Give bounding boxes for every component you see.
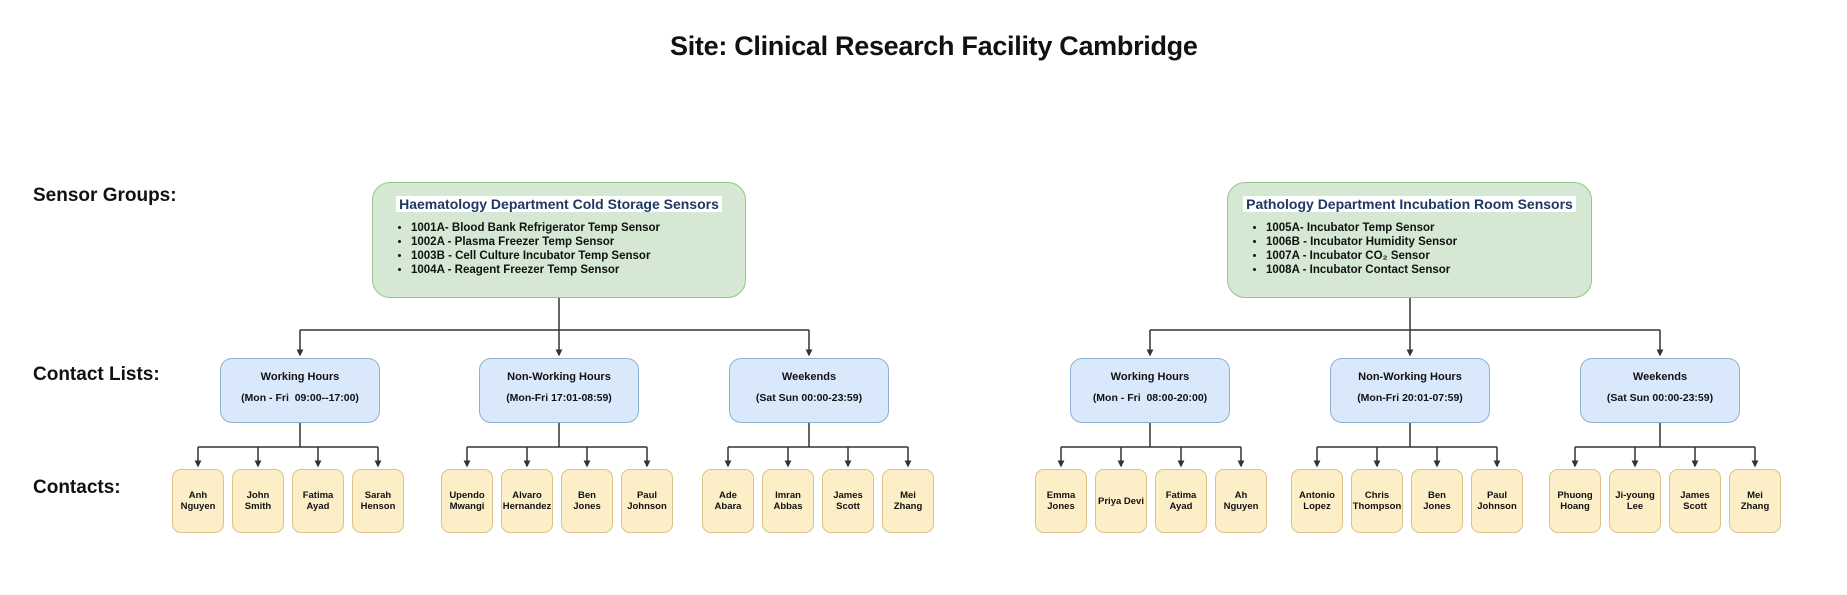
contact-card: Paul Johnson [621, 469, 673, 533]
contact-list-box: Weekends (Sat Sun 00:00-23:59) [1580, 358, 1740, 423]
sensor-group-title: Pathology Department Incubation Room Sen… [1228, 196, 1591, 212]
contact-card: Paul Johnson [1471, 469, 1523, 533]
contact-card: Mei Zhang [1729, 469, 1781, 533]
contact-list-name: Weekends [1632, 371, 1688, 383]
contact-card: Mei Zhang [882, 469, 934, 533]
sensor-item: 1001A- Blood Bank Refrigerator Temp Sens… [411, 221, 745, 235]
contact-list-schedule: (Mon-Fri 17:01-08:59) [506, 392, 612, 404]
contact-card: Fatima Ayad [1155, 469, 1207, 533]
contact-card: Ji-young Lee [1609, 469, 1661, 533]
contact-card: Alvaro Hernandez [501, 469, 553, 533]
contact-list-schedule: (Sat Sun 00:00-23:59) [755, 392, 863, 404]
contact-card: James Scott [1669, 469, 1721, 533]
sensor-group-title-text: Haematology Department Cold Storage Sens… [396, 196, 722, 212]
page-title: Site: Clinical Research Facility Cambrid… [670, 31, 1198, 61]
contact-card: Phuong Hoang [1549, 469, 1601, 533]
sensor-item: 1005A- Incubator Temp Sensor [1266, 221, 1591, 235]
contact-list-box: Weekends (Sat Sun 00:00-23:59) [729, 358, 889, 423]
contact-card: Fatima Ayad [292, 469, 344, 533]
contact-list-name: Working Hours [260, 371, 340, 383]
contact-list-schedule: (Sat Sun 00:00-23:59) [1606, 392, 1714, 404]
sensor-list: 1005A- Incubator Temp Sensor1006B - Incu… [1228, 221, 1591, 277]
contact-card: Ade Abara [702, 469, 754, 533]
contact-list-box: Non-Working Hours (Mon-Fri 17:01-08:59) [479, 358, 639, 423]
sensor-item: 1008A - Incubator Contact Sensor [1266, 263, 1591, 277]
sensor-list: 1001A- Blood Bank Refrigerator Temp Sens… [373, 221, 745, 277]
sensor-group-box: Pathology Department Incubation Room Sen… [1227, 182, 1592, 298]
contact-card: Priya Devi [1095, 469, 1147, 533]
contact-card: Sarah Henson [352, 469, 404, 533]
contact-card: Anh Nguyen [172, 469, 224, 533]
contact-list-name: Non-Working Hours [507, 371, 611, 383]
contact-card: Ah Nguyen [1215, 469, 1267, 533]
contact-list-schedule: (Mon - Fri 09:00--17:00) [241, 392, 359, 404]
contact-card: John Smith [232, 469, 284, 533]
sensor-group-title-text: Pathology Department Incubation Room Sen… [1243, 196, 1576, 212]
sensor-group-title: Haematology Department Cold Storage Sens… [373, 196, 745, 212]
contact-list-box: Non-Working Hours (Mon-Fri 20:01-07:59) [1330, 358, 1490, 423]
sensor-item: 1006B - Incubator Humidity Sensor [1266, 235, 1591, 249]
sensor-item: 1002A - Plasma Freezer Temp Sensor [411, 235, 745, 249]
row-label-contact-lists: Contact Lists: [33, 364, 160, 385]
contact-list-box: Working Hours (Mon - Fri 09:00--17:00) [220, 358, 380, 423]
contact-card: Chris Thompson [1351, 469, 1403, 533]
contact-list-box: Working Hours (Mon - Fri 08:00-20:00) [1070, 358, 1230, 423]
contact-list-name: Working Hours [1110, 371, 1190, 383]
sensor-item: 1007A - Incubator CO₂ Sensor [1266, 249, 1591, 263]
contact-card: James Scott [822, 469, 874, 533]
contact-list-schedule: (Mon - Fri 08:00-20:00) [1092, 392, 1208, 404]
row-label-sensor-groups: Sensor Groups: [33, 185, 177, 206]
contact-list-schedule: (Mon-Fri 20:01-07:59) [1357, 392, 1463, 404]
sensor-item: 1003B - Cell Culture Incubator Temp Sens… [411, 249, 745, 263]
row-label-contacts: Contacts: [33, 477, 121, 498]
contact-list-name: Weekends [781, 371, 837, 383]
sensor-item: 1004A - Reagent Freezer Temp Sensor [411, 263, 745, 277]
contact-card: Ben Jones [1411, 469, 1463, 533]
sensor-group-box: Haematology Department Cold Storage Sens… [372, 182, 746, 298]
contact-card: Upendo Mwangi [441, 469, 493, 533]
contact-card: Antonio Lopez [1291, 469, 1343, 533]
contact-list-name: Non-Working Hours [1358, 371, 1462, 383]
contact-card: Emma Jones [1035, 469, 1087, 533]
contact-card: Ben Jones [561, 469, 613, 533]
contact-card: Imran Abbas [762, 469, 814, 533]
